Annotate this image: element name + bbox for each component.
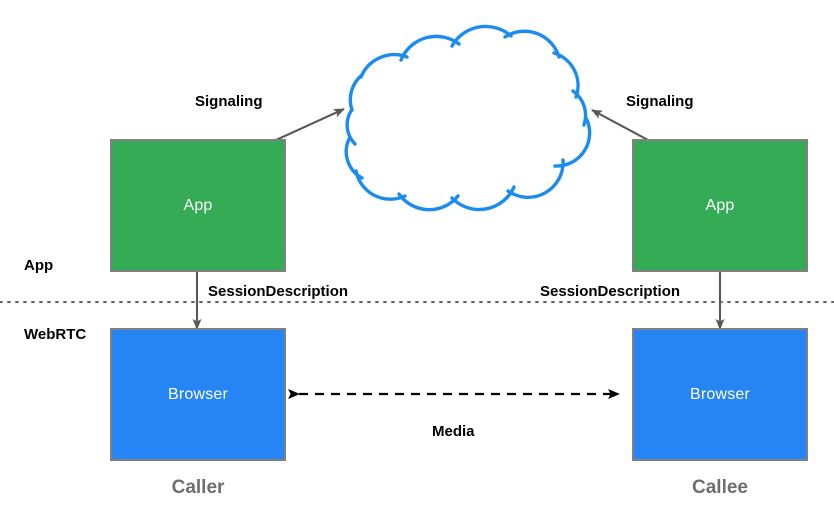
- signaling-arrow-right: [591, 109, 649, 141]
- node-caller-browser[interactable]: Browser: [110, 328, 286, 461]
- role-label-callee: Callee: [692, 477, 748, 498]
- layer-label-app: App: [24, 257, 54, 274]
- node-caller-app[interactable]: App: [110, 139, 286, 272]
- node-callee-app[interactable]: App: [632, 139, 808, 272]
- signaling-arrow-left: [275, 108, 345, 141]
- node-caller-app-label: App: [183, 196, 213, 214]
- node-callee-browser[interactable]: Browser: [632, 328, 808, 461]
- cloud-icon: [344, 24, 592, 212]
- edge-label-signaling-right: Signaling: [626, 93, 694, 110]
- edge-label-session-description-right: SessionDescription: [540, 283, 681, 300]
- edge-label-media: Media: [432, 423, 475, 440]
- edge-label-signaling-left: Signaling: [195, 93, 263, 110]
- node-callee-browser-label: Browser: [689, 385, 751, 403]
- role-label-caller: Caller: [171, 477, 225, 498]
- node-callee-app-label: App: [705, 196, 735, 214]
- node-caller-browser-label: Browser: [167, 385, 229, 403]
- edge-label-session-description-left: SessionDescription: [208, 283, 349, 300]
- layer-label-webrtc: WebRTC: [24, 326, 87, 343]
